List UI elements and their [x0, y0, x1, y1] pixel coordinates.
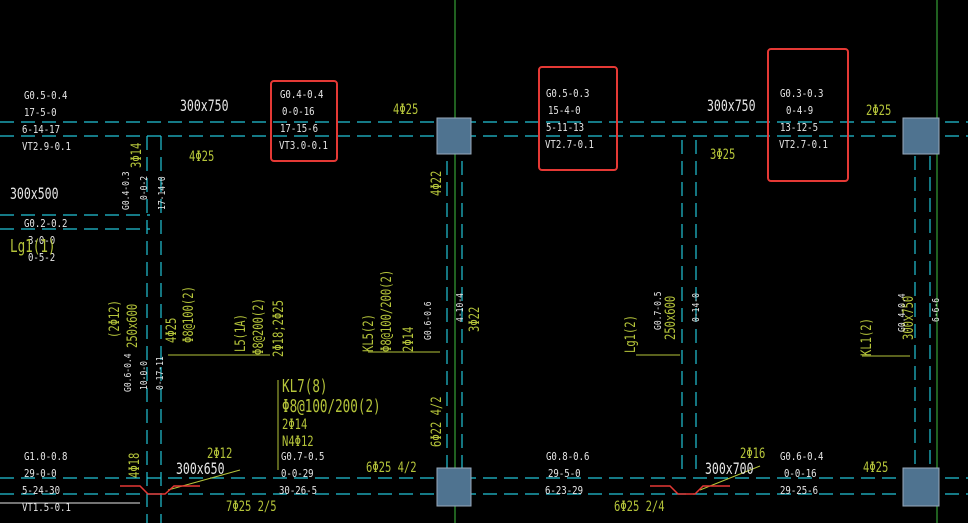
rebar-label: 2Φ14: [282, 417, 308, 433]
note-line: 0-0-16: [784, 467, 817, 480]
note-line: 15-4-0: [548, 104, 581, 117]
note-line: 13-12-5: [780, 121, 819, 134]
rebar-label: 7Φ25 2/5: [226, 499, 277, 515]
vertical-rebar-label: Φ8@100/200(2): [379, 269, 395, 352]
note-line: 29-25-6: [780, 484, 819, 497]
vertical-note: 10-0-0: [139, 361, 150, 390]
note-line: 17-5-0: [24, 106, 57, 119]
note-line: G0.5-0.3: [546, 87, 590, 100]
note-line: G0.5-0.4: [24, 89, 68, 102]
beam-name-label: Lg1(1): [10, 236, 56, 257]
note-line: 0-0-29: [281, 467, 314, 480]
rebar-label: 6Φ25 2/4: [614, 499, 665, 515]
note-line: 0-0-16: [282, 105, 315, 118]
rebar-label: 4Φ25: [189, 149, 215, 165]
vertical-note: G0.6-0.4: [123, 353, 134, 392]
column-square: [436, 117, 472, 155]
vertical-rebar-label: KL5(2): [361, 314, 377, 352]
rebar-label: 2Φ12: [207, 446, 233, 462]
highlight-box: [538, 66, 618, 171]
note-line: G1.0-0.8: [24, 450, 68, 463]
note-line: VT2.7-0.1: [545, 138, 594, 151]
break-mark: [650, 485, 730, 495]
beam-size-label: 300x650: [176, 459, 225, 478]
note-line: 30-26-5: [279, 484, 318, 497]
note-line: 6-14-17: [22, 123, 61, 136]
vertical-rebar-label: 250x600: [663, 295, 679, 340]
vertical-note: 0-17-11: [155, 356, 166, 390]
vertical-note: 0-0-2: [139, 175, 150, 200]
vertical-rebar-label: 3Φ14: [129, 142, 145, 168]
rebar-label: N4Φ12: [282, 434, 314, 450]
vertical-rebar-label: 4Φ22: [429, 170, 445, 196]
vertical-rebar-label: 4Φ25: [164, 317, 180, 343]
note-line: G0.8-0.6: [546, 450, 590, 463]
vertical-rebar-label: 6Φ22 4/2: [429, 396, 445, 447]
note-line: G0.7-0.5: [281, 450, 325, 463]
vertical-rebar-label: Lg1(2): [623, 315, 639, 353]
break-mark: [120, 485, 200, 495]
beam-size-label: 300x750: [180, 96, 229, 115]
note-line: VT2.7-0.1: [779, 138, 828, 151]
note-line: 5-11-13: [546, 121, 585, 134]
note-line: G0.2-0.2: [24, 217, 68, 230]
vertical-note: G0.4-0.3: [121, 171, 132, 210]
vertical-rebar-label: 4Φ18: [127, 452, 143, 478]
note-line: 6-23-29: [545, 484, 584, 497]
vertical-note: 6-6-6: [931, 297, 942, 322]
vertical-note: G0.7-0.5: [653, 291, 664, 330]
vertical-rebar-label: (2Φ12): [107, 300, 123, 338]
note-line: 0-4-9: [786, 104, 814, 117]
note-line: VT1.5-0.1: [22, 501, 71, 514]
note-line: 17-15-6: [280, 122, 319, 135]
rebar-label: 6Φ25 4/2: [366, 460, 417, 476]
highlight-box: [270, 80, 338, 162]
note-line: VT3.0-0.1: [279, 139, 328, 152]
vertical-rebar-label: 3Φ22: [467, 306, 483, 332]
vertical-note: 17-14-0: [157, 176, 168, 210]
beam-name-label: KL7(8): [282, 376, 328, 397]
vertical-rebar-label: 250x600: [125, 303, 141, 348]
vertical-rebar-label: L5(1A): [233, 314, 249, 352]
note-line: 29-5-0: [548, 467, 581, 480]
rebar-label: 2Φ16: [740, 446, 766, 462]
rebar-label: 2Φ25: [866, 103, 892, 119]
rebar-label: Φ8@100/200(2): [282, 396, 381, 417]
column-square: [902, 467, 940, 507]
highlight-box: [767, 48, 849, 182]
column-square: [436, 467, 472, 507]
note-line: 0-5-2: [28, 251, 56, 264]
note-line: VT2.9-0.1: [22, 140, 71, 153]
beam-size-label: 300x750: [707, 96, 756, 115]
note-line: 5-24-30: [22, 484, 61, 497]
vertical-note: G0.4-0.4: [897, 293, 908, 332]
vertical-rebar-label: 2Φ14: [401, 326, 417, 352]
note-line: 29-0-0: [24, 467, 57, 480]
beam-size-label: 300x700: [705, 459, 754, 478]
note-line: G0.4-0.4: [280, 88, 324, 101]
rebar-label: 4Φ25: [393, 102, 419, 118]
vertical-note: 0-14-0: [691, 293, 702, 322]
rebar-label: 3Φ25: [710, 147, 736, 163]
beam-size-label: 300x500: [10, 184, 59, 203]
rebar-label: 4Φ25: [863, 460, 889, 476]
note-line: 3-0-0: [28, 234, 56, 247]
column-square: [902, 117, 940, 155]
vertical-rebar-label: KL1(2): [859, 318, 875, 356]
vertical-rebar-label: 2Φ18;2Φ25: [271, 300, 287, 357]
note-line: G0.3-0.3: [780, 87, 824, 100]
vertical-note: 4-10-4: [455, 293, 466, 322]
note-line: G0.6-0.4: [780, 450, 824, 463]
vertical-rebar-label: Φ8@200(2): [251, 298, 267, 355]
vertical-note: G0.6-0.6: [423, 301, 434, 340]
vertical-rebar-label: Φ8@100(2): [181, 286, 197, 343]
